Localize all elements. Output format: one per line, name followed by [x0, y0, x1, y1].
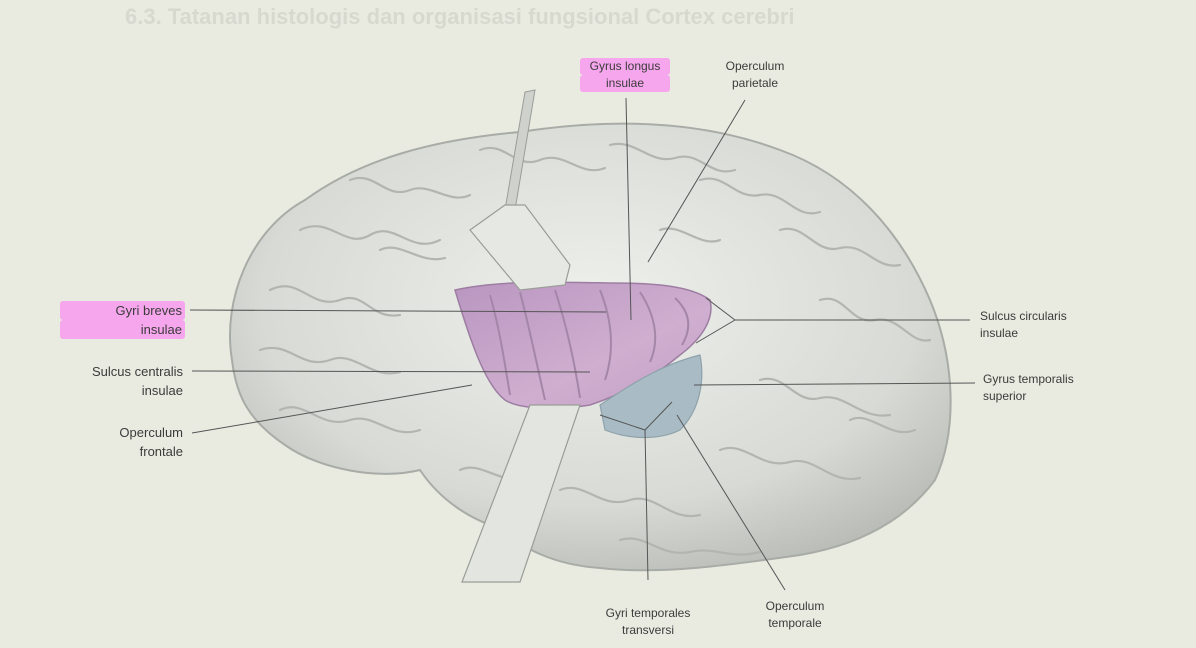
label-gyrus-longus-insulae: Gyrus longus insulae: [580, 58, 670, 92]
upper-retractor: [469, 89, 571, 291]
label-operculum-parietale: Operculum parietale: [725, 59, 785, 90]
transverse-temporal-gyri: [599, 354, 703, 439]
leader-lines: [189, 97, 976, 591]
label-sulcus-centralis-insulae: Sulcus centralis insulae: [91, 364, 183, 398]
label-gyri-temporales-transversi: Gyri temporales transversi: [605, 606, 691, 637]
label-sulcus-circularis-insulae: Sulcus circularis insulae: [980, 309, 1067, 340]
label-gyrus-temporalis-superior: Gyrus temporalis superior: [983, 372, 1074, 403]
gyri-texture: [258, 142, 932, 556]
label-operculum-frontale: Operculum frontale: [119, 425, 183, 459]
bleed-through-heading: 6.3. Tatanan histologis dan organisasi f…: [125, 4, 795, 29]
label-gyri-breves-insulae: Gyri breves insulae: [60, 301, 185, 339]
insula-gyri: [489, 289, 690, 401]
label-operculum-temporale: Operculum temporale: [765, 599, 825, 630]
lower-retractor: [461, 404, 581, 583]
